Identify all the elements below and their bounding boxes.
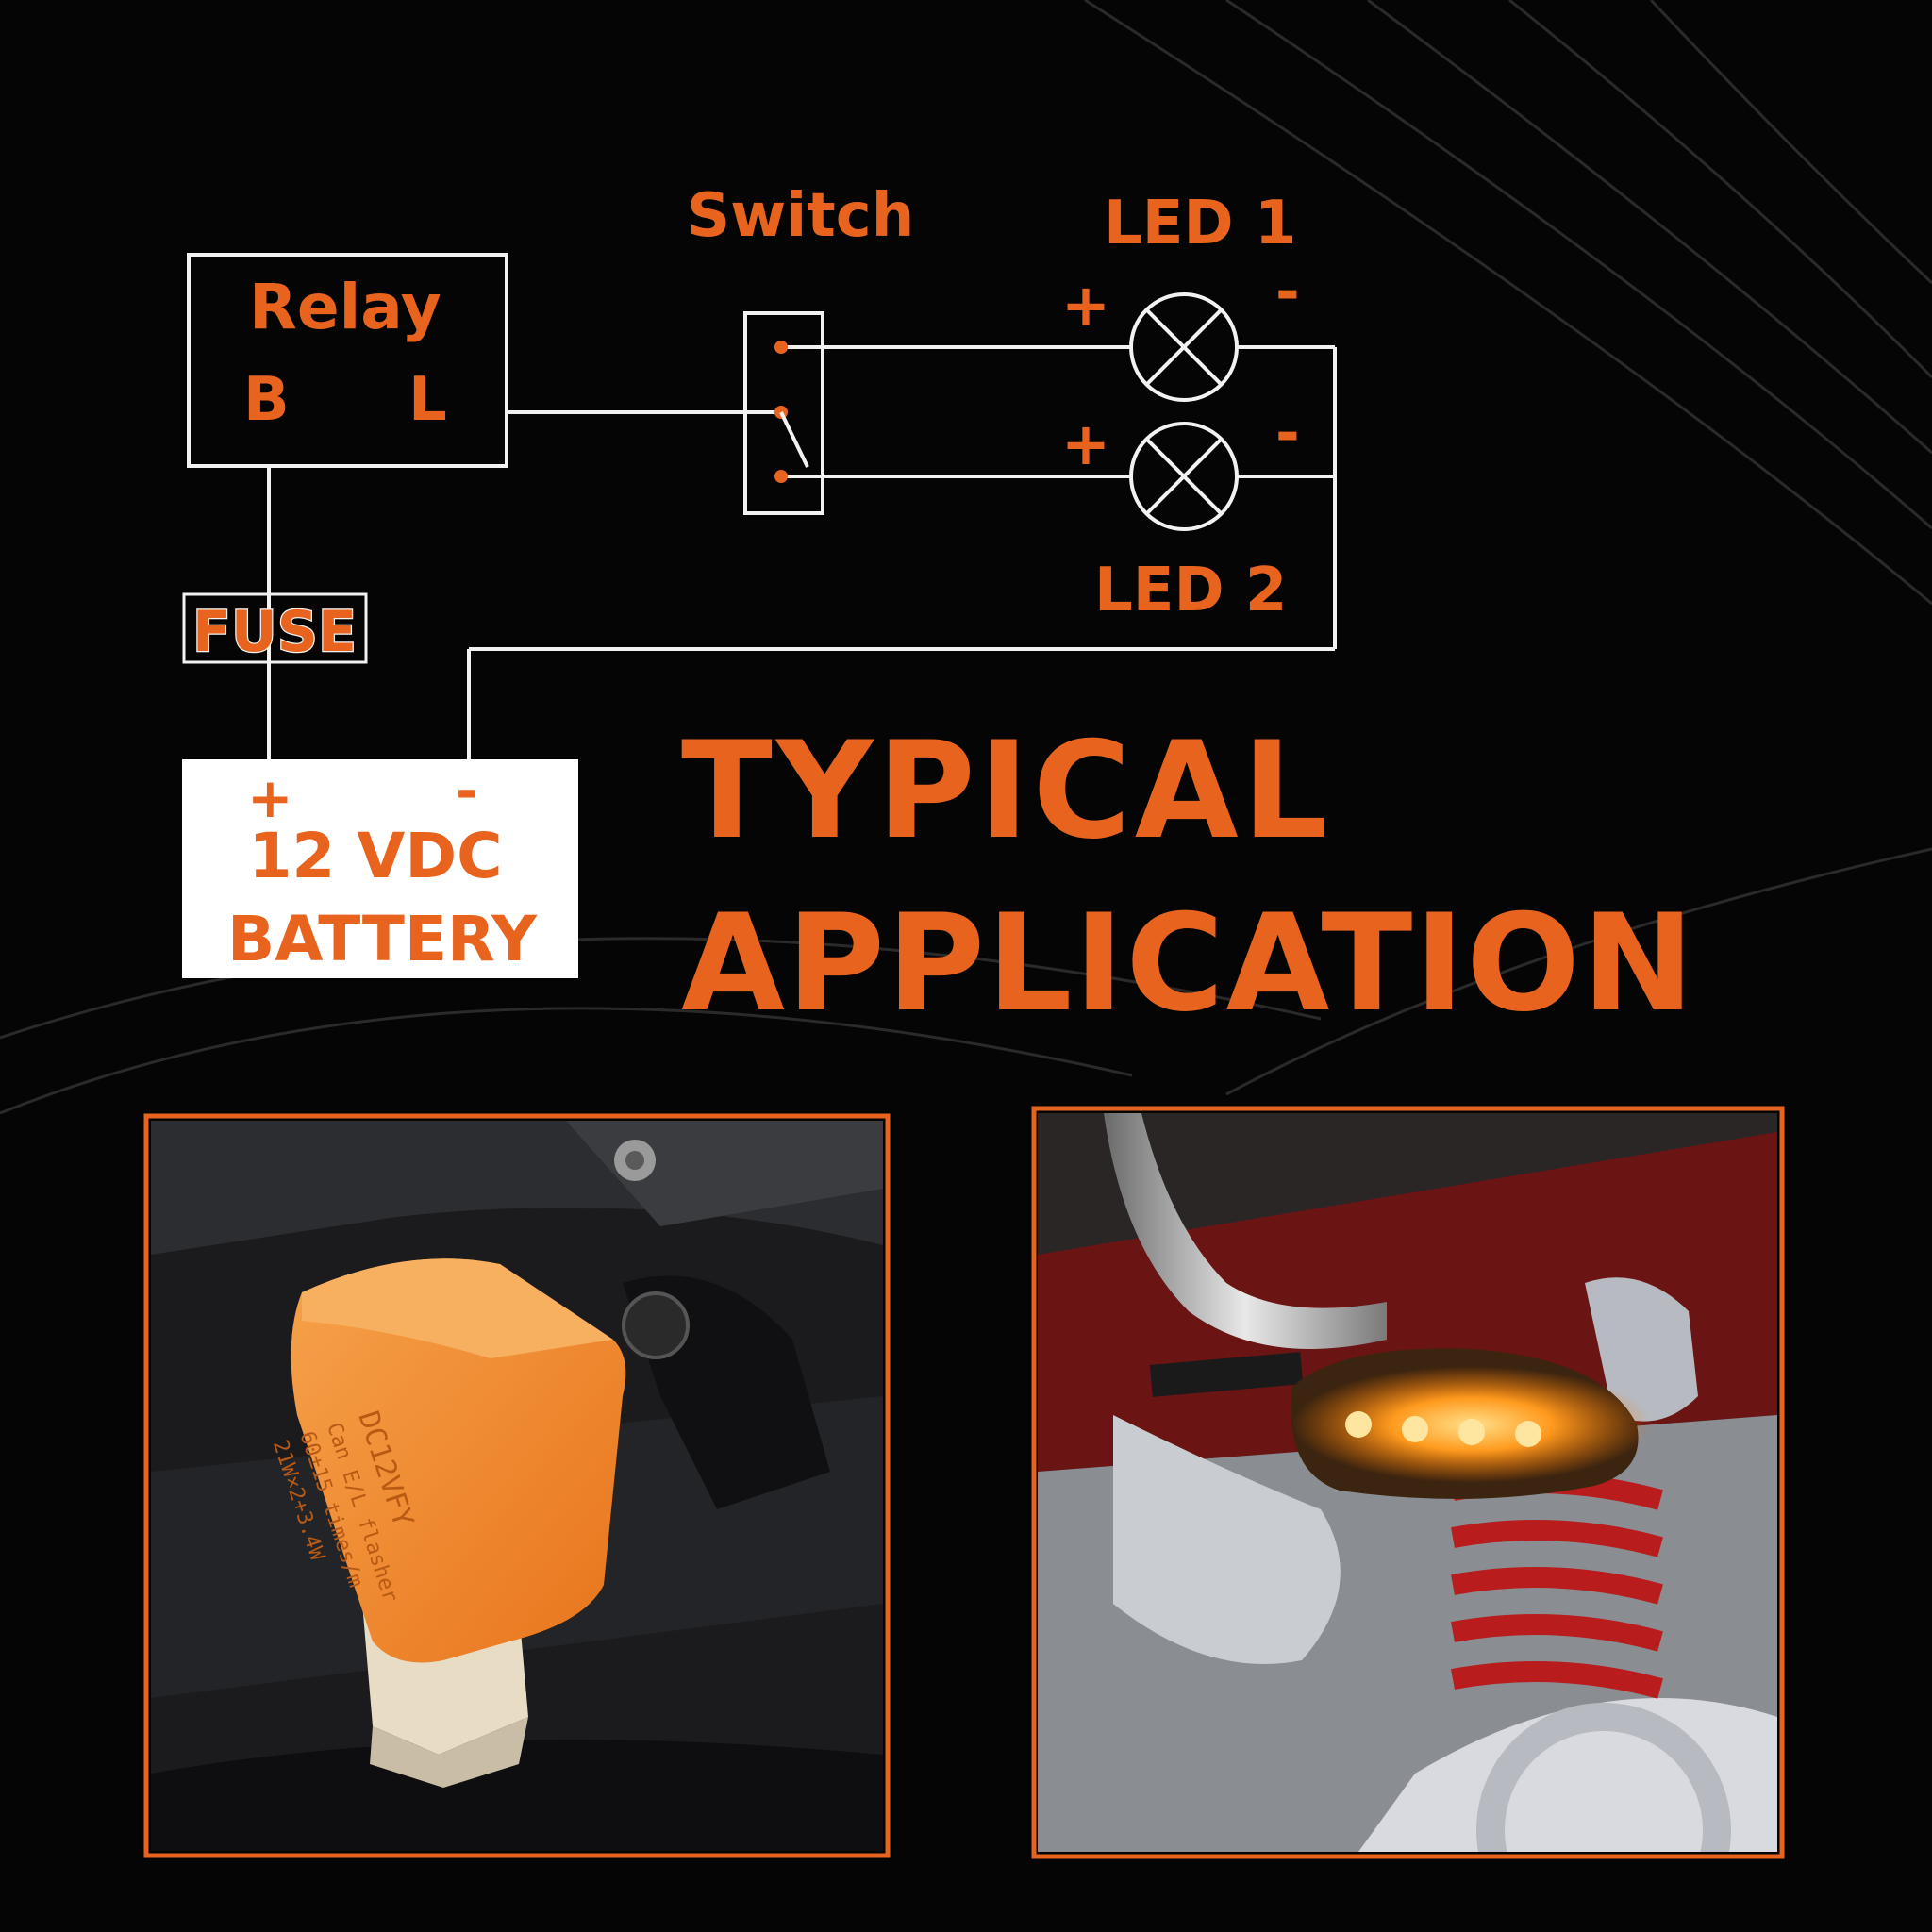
battery-minus: - xyxy=(456,758,478,823)
bolt-icon xyxy=(622,1291,690,1359)
circuit-wires xyxy=(267,345,1337,759)
battery-voltage-label: 12 VDC xyxy=(248,820,502,892)
led1-label: LED 1 xyxy=(1104,189,1296,258)
photo-led-indicator xyxy=(1031,1106,1785,1859)
led2-plus: + xyxy=(1061,409,1110,478)
relay-title: Relay xyxy=(249,271,441,343)
battery-plus: + xyxy=(247,766,293,830)
led1-plus: + xyxy=(1061,271,1110,340)
led1-lamp-symbol xyxy=(1129,292,1239,402)
relay-unit xyxy=(291,1258,626,1663)
background-swoosh xyxy=(0,0,1932,1115)
fuse-label: FUSE xyxy=(192,599,357,665)
led-segments xyxy=(1345,1411,1541,1447)
battery-box: + - 12 VDC BATTERY xyxy=(182,758,578,978)
relay-terminal-l: L xyxy=(408,365,447,435)
relay-box: Relay B L xyxy=(187,253,508,468)
headline-line2: APPLICATION xyxy=(681,886,1696,1041)
switch-contact-top xyxy=(774,341,788,354)
led1-minus: - xyxy=(1275,257,1300,325)
switch-symbol xyxy=(743,311,824,515)
led2-lamp-symbol xyxy=(1129,422,1239,531)
switch-contact-bottom xyxy=(774,470,788,483)
led2-label: LED 2 xyxy=(1094,556,1287,625)
headline-line1: TYPICAL xyxy=(681,713,1331,869)
relay-terminal-b: B xyxy=(243,365,290,435)
battery-label: BATTERY xyxy=(227,903,538,975)
switch-label: Switch xyxy=(687,181,914,251)
fuse-symbol: FUSE xyxy=(182,592,368,666)
photo-relay-installed: DC12VFY Can E/L flasher 60±15 times/m 21… xyxy=(143,1113,891,1858)
led2-minus: - xyxy=(1275,398,1300,467)
